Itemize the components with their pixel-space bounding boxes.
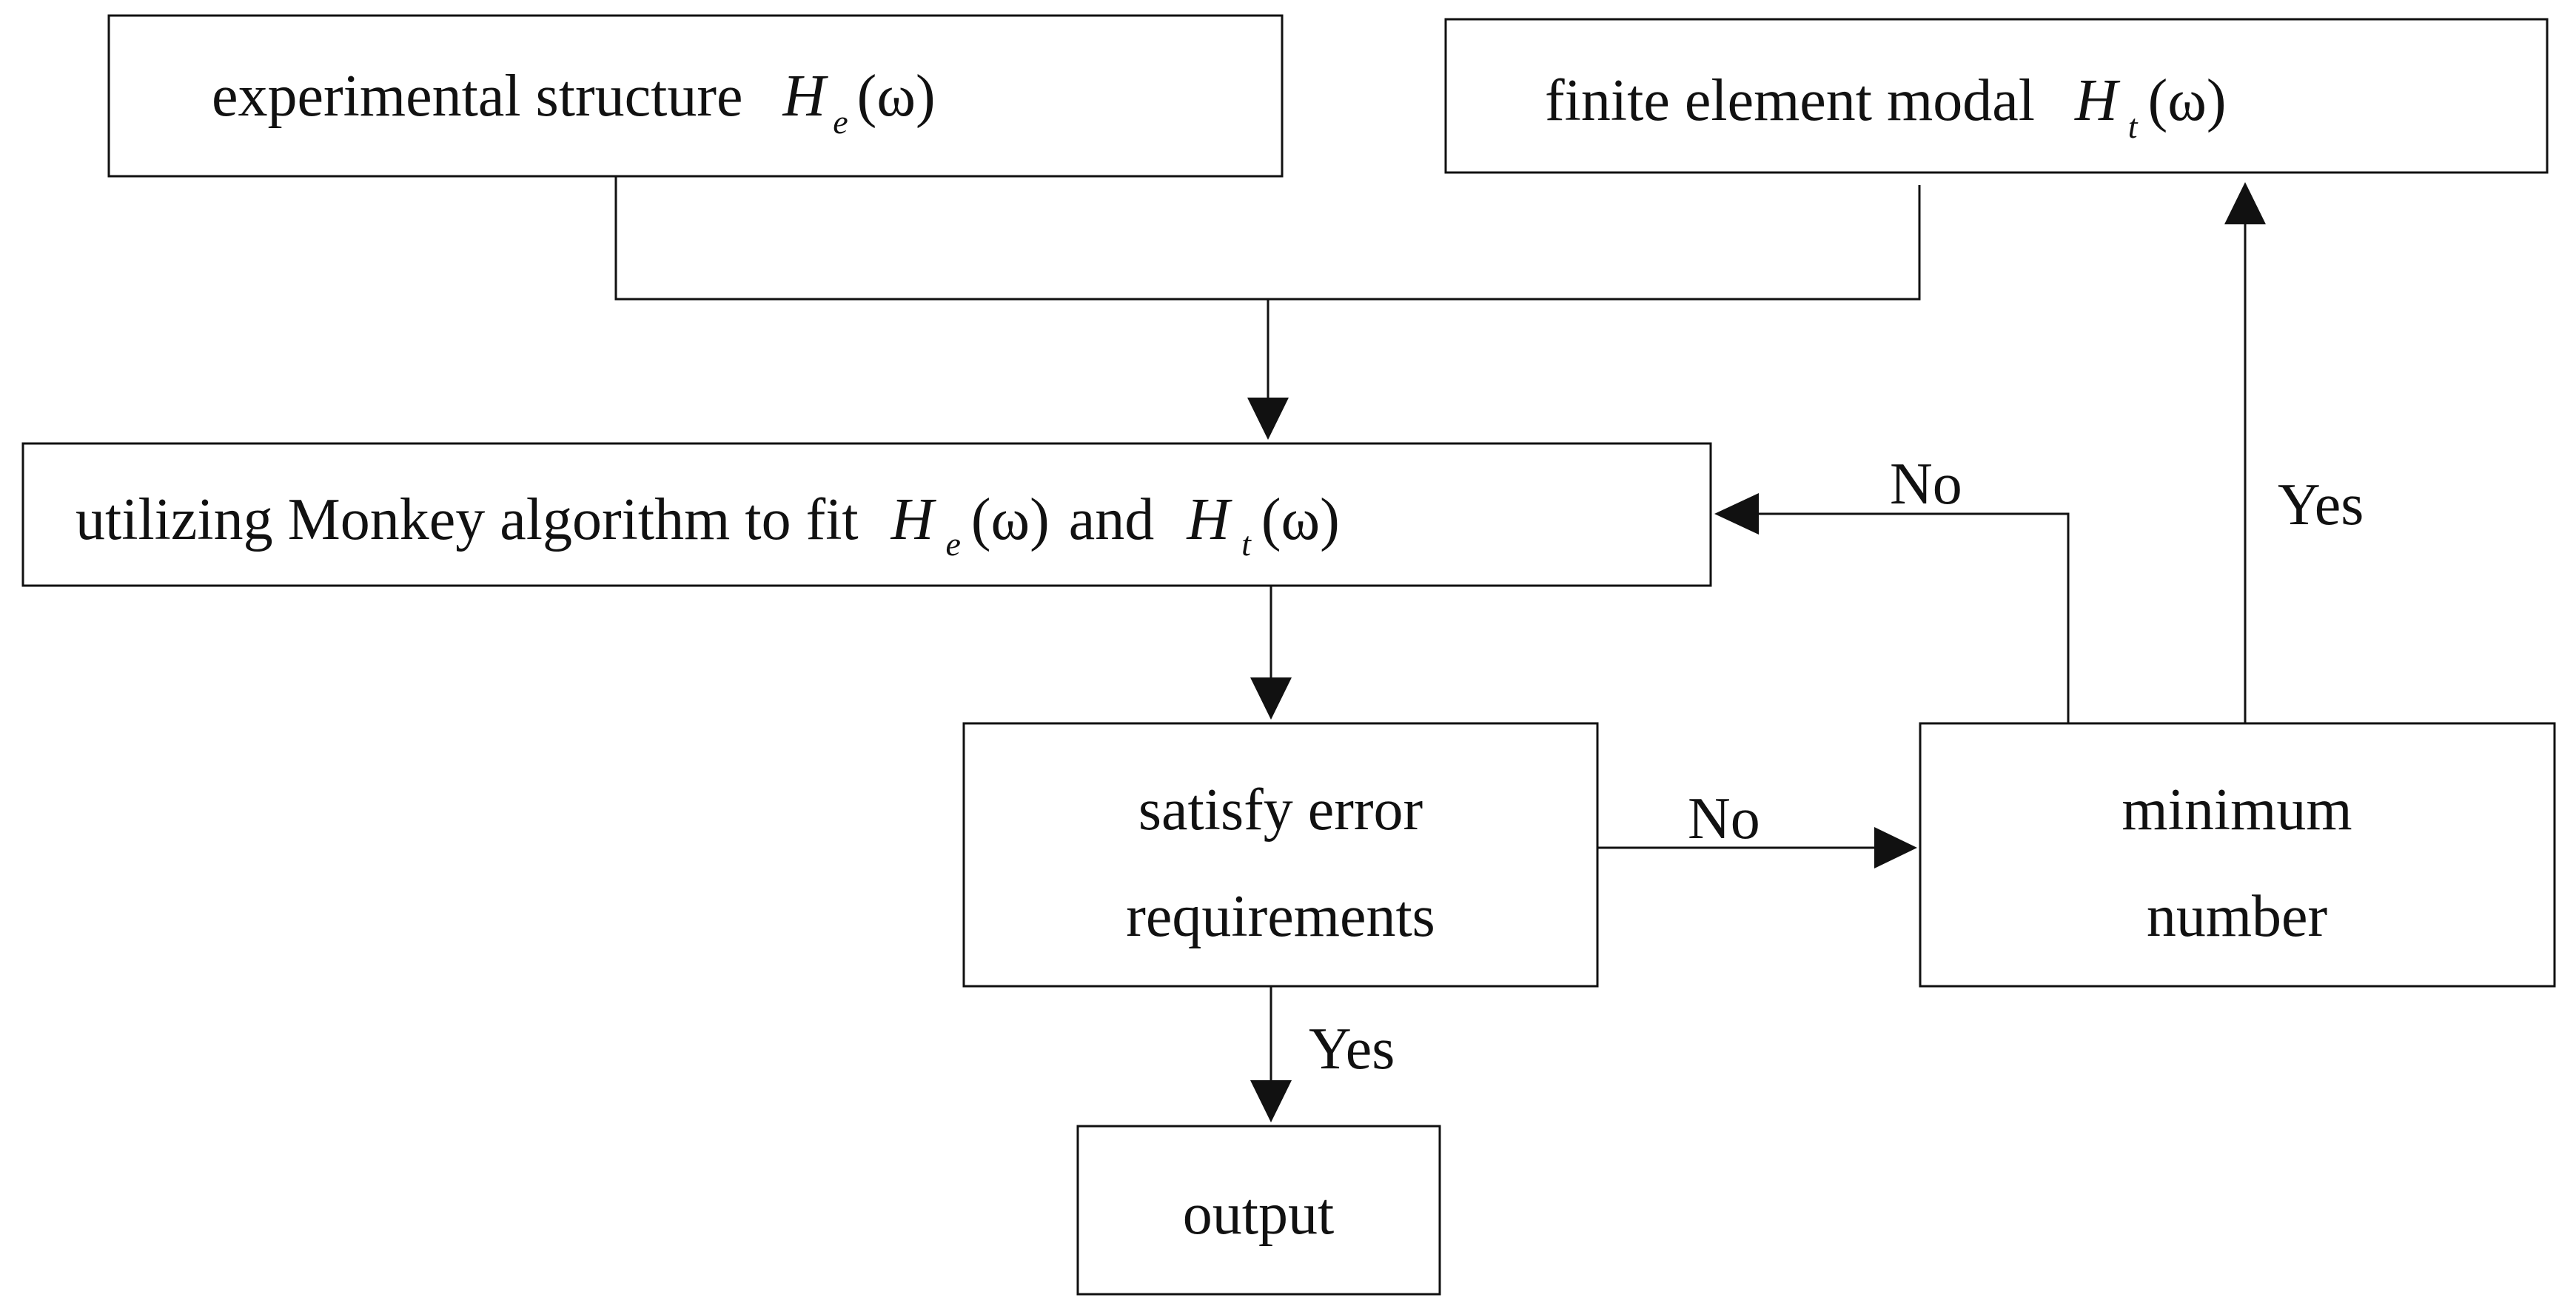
- fit-to-satisfy-arrowhead: [1250, 677, 1292, 720]
- monkey-algorithm-fit-box: [21, 442, 1712, 587]
- minimum-number-box: [1919, 722, 2556, 988]
- minimum-to-fit-no-label: No: [1890, 452, 1962, 517]
- minimum-number-line2: number: [2147, 884, 2327, 949]
- output-label: output: [1183, 1182, 1334, 1247]
- finite-element-modal-box: [1444, 18, 2549, 174]
- satisfy-error-box: [962, 722, 1599, 988]
- satisfy-to-minimum-no-label: No: [1688, 786, 1760, 851]
- minimum-to-fit-line: [1757, 512, 2070, 723]
- satisfy-error-line2: requirements: [1126, 884, 1435, 949]
- merge-to-fit-arrowhead: [1247, 398, 1289, 440]
- experimental-structure-label: experimental structure H e (ω): [212, 64, 936, 141]
- experimental-connector: [614, 176, 1921, 301]
- finite-element-modal-label: finite element modal H t (ω): [1545, 68, 2227, 145]
- satisfy-to-minimum-arrowhead: [1874, 827, 1917, 868]
- experimental-structure-box: [107, 14, 1284, 178]
- satisfy-to-output-arrowhead: [1250, 1080, 1292, 1122]
- minimum-to-finite-yes-label: Yes: [2278, 472, 2364, 538]
- monkey-algorithm-fit-label: utilizing Monkey algorithm to fit H e (ω…: [76, 487, 1340, 563]
- minimum-to-finite-arrowhead: [2224, 182, 2266, 224]
- satisfy-error-line1: satisfy error: [1138, 777, 1423, 843]
- output-box: [1076, 1125, 1441, 1296]
- satisfy-to-output-yes-label: Yes: [1309, 1017, 1395, 1082]
- minimum-number-line1: minimum: [2121, 777, 2352, 843]
- minimum-to-fit-arrowhead: [1714, 493, 1759, 535]
